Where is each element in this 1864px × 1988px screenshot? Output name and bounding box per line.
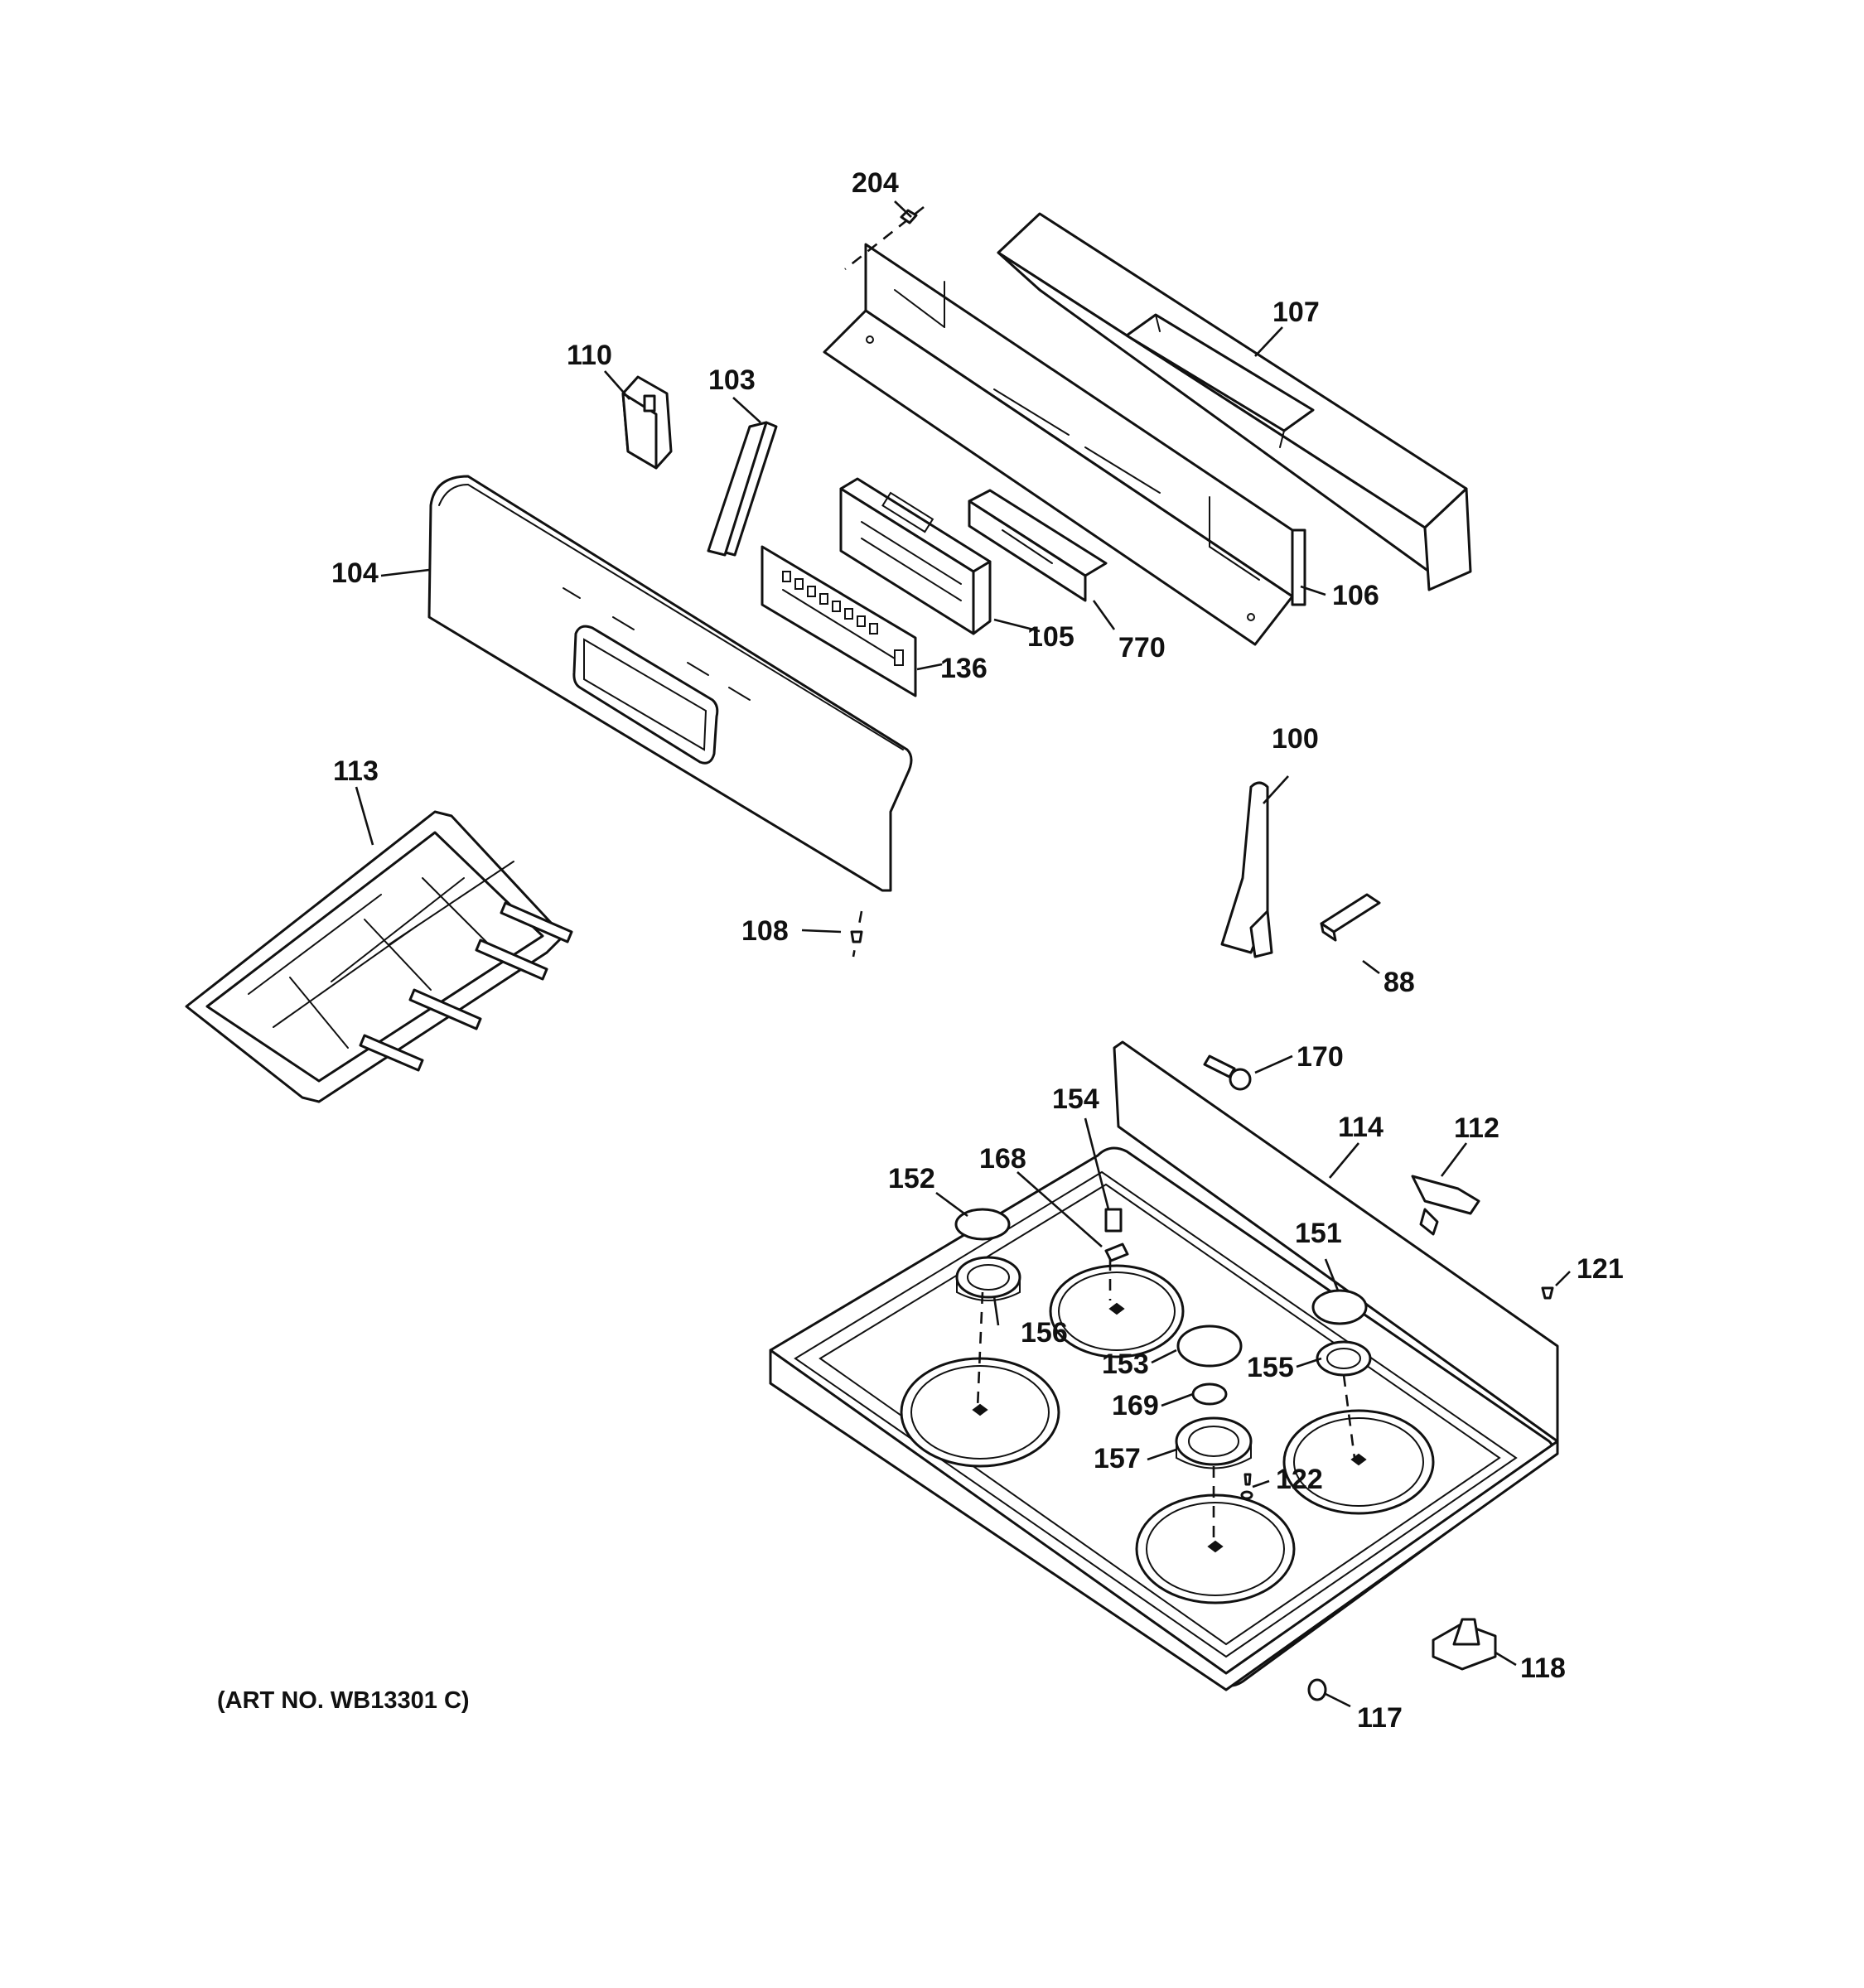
callout-170: 170 xyxy=(1297,1041,1344,1073)
callout-88: 88 xyxy=(1384,967,1415,998)
part-112-ignition-electrode xyxy=(1411,1175,1480,1236)
callout-204: 204 xyxy=(852,167,899,199)
part-170-screw xyxy=(1203,1054,1252,1091)
part-156-burner-head xyxy=(955,1256,1021,1301)
callout-155: 155 xyxy=(1247,1352,1294,1383)
part-122-screw xyxy=(1240,1473,1253,1500)
callout-106: 106 xyxy=(1332,580,1379,611)
callout-labels: 204 107 110 103 104 106 105 770 136 113 … xyxy=(217,167,1624,1734)
part-154-orifice xyxy=(1104,1208,1123,1300)
part-169-orifice-holder xyxy=(1191,1382,1228,1406)
part-106-control-frame xyxy=(823,243,1306,646)
callout-770: 770 xyxy=(1118,632,1166,663)
callout-169: 169 xyxy=(1112,1390,1159,1421)
callout-112: 112 xyxy=(1454,1112,1499,1144)
callout-117: 117 xyxy=(1357,1702,1403,1734)
callout-156: 156 xyxy=(1021,1317,1068,1349)
part-157-burner-head xyxy=(1175,1416,1253,1469)
part-770-bracket xyxy=(968,489,1108,602)
callout-105: 105 xyxy=(1027,621,1074,653)
callout-103: 103 xyxy=(708,364,756,396)
callout-121: 121 xyxy=(1577,1253,1624,1285)
part-104-backsplash-panel xyxy=(427,475,913,892)
part-88-clip xyxy=(1320,893,1381,942)
part-110-relay xyxy=(621,375,673,470)
callout-118: 118 xyxy=(1520,1653,1566,1684)
callout-108: 108 xyxy=(741,915,789,947)
callout-104: 104 xyxy=(331,557,379,589)
part-118-leveling-leg xyxy=(1432,1618,1497,1671)
part-152-burner-cap xyxy=(954,1208,1011,1241)
part-108-screw xyxy=(850,910,863,958)
part-105-electronic-control xyxy=(839,477,992,635)
leader-lines xyxy=(355,200,1571,1708)
part-153-burner-cap xyxy=(1176,1325,1243,1368)
part-107-top-cover xyxy=(997,212,1472,591)
part-155-burner-head xyxy=(1316,1340,1372,1377)
callout-154: 154 xyxy=(1052,1083,1099,1115)
callout-107: 107 xyxy=(1272,297,1320,328)
callout-114: 114 xyxy=(1338,1112,1384,1143)
callout-136: 136 xyxy=(940,653,988,684)
part-136-overlay xyxy=(761,545,917,697)
callout-153: 153 xyxy=(1102,1349,1149,1380)
callout-122: 122 xyxy=(1276,1464,1323,1495)
callout-151: 151 xyxy=(1295,1218,1342,1249)
part-100-bracket xyxy=(1220,781,1273,958)
callout-168: 168 xyxy=(979,1143,1026,1175)
part-117-nut xyxy=(1307,1678,1327,1701)
callout-113: 113 xyxy=(333,755,379,787)
part-103-strap xyxy=(707,421,778,557)
callout-110: 110 xyxy=(567,340,612,371)
part-114-cooktop xyxy=(769,1040,1559,1691)
part-168-spring xyxy=(1104,1242,1129,1262)
art-number: (ART NO. WB13301 C) xyxy=(217,1687,470,1714)
part-121-screw xyxy=(1541,1286,1554,1300)
callout-157: 157 xyxy=(1094,1443,1141,1474)
part-151-burner-cap xyxy=(1311,1289,1368,1325)
part-113-grate xyxy=(185,810,573,1103)
callout-152: 152 xyxy=(888,1163,935,1194)
callout-100: 100 xyxy=(1272,723,1319,755)
